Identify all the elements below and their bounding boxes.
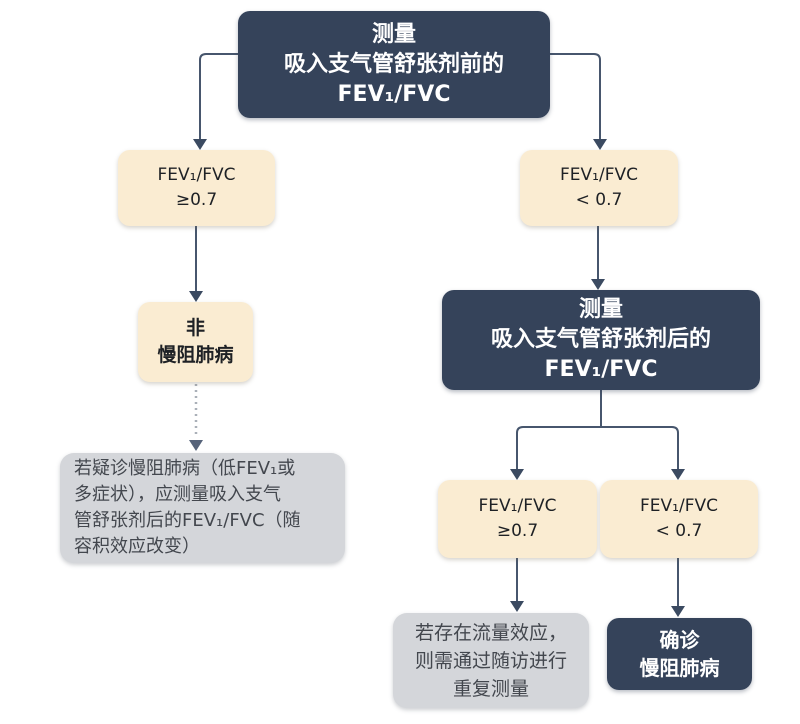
node-confirmed-copd: 确诊 慢阻肺病 — [607, 618, 752, 690]
arrowhead — [671, 606, 685, 617]
node-text-line: 容积效应改变） — [74, 536, 200, 557]
node-text-line: 重复测量 — [452, 677, 529, 700]
arrowhead — [591, 279, 605, 290]
node-text-line: 确诊 — [659, 628, 700, 652]
arrowhead — [593, 139, 607, 150]
arrowhead — [189, 291, 203, 302]
node-note-followup-repeat: 若存在流量效应， 则需通过随访进行 重复测量 — [393, 613, 589, 708]
node-text-line: FEV₁/FVC — [478, 496, 557, 516]
arrowhead — [510, 601, 524, 612]
node-pre-ratio-ge-0-7: FEV₁/FVC ≥0.7 — [118, 150, 275, 226]
node-post-ratio-lt-0-7: FEV₁/FVC < 0.7 — [600, 480, 758, 558]
node-text-line: 管舒张剂后的FEV₁/FVC（随 — [74, 510, 301, 531]
connector-pre-to-left — [199, 53, 238, 139]
node-text-line: FEV₁/FVC — [560, 165, 638, 185]
node-text-line: 测量 — [371, 21, 416, 47]
node-text-line: < 0.7 — [575, 190, 623, 210]
node-not-copd: 非 慢阻肺病 — [138, 302, 253, 382]
node-text-line: 慢阻肺病 — [639, 656, 720, 680]
node-measure-pre-bronchodilator: 测量 吸入支气管舒张剂前的 FEV₁/FVC — [238, 11, 550, 118]
node-text-line: FEV₁/FVC — [337, 81, 451, 107]
node-note-suspected-copd: 若疑诊慢阻肺病（低FEV₁或 多症状），应测量吸入支气 管舒张剂后的FEV₁/F… — [60, 453, 345, 563]
node-text-line: < 0.7 — [655, 521, 703, 541]
arrowhead — [510, 469, 524, 480]
node-text-line: 吸入支气管舒张剂前的 — [283, 51, 504, 77]
connector-pre-to-right — [550, 53, 601, 139]
node-text-line: 多症状），应测量吸入支气 — [74, 484, 281, 505]
arrowhead — [671, 469, 685, 480]
node-text-line: 非 — [185, 317, 205, 339]
node-text-line: 若疑诊慢阻肺病（低FEV₁或 — [74, 458, 296, 479]
node-text-line: 测量 — [578, 297, 623, 322]
node-text-line: 若存在流量效应， — [414, 621, 567, 644]
arrowhead — [193, 139, 207, 150]
node-text-line: 吸入支气管舒张剂后的 — [490, 327, 711, 352]
node-pre-ratio-lt-0-7: FEV₁/FVC < 0.7 — [520, 150, 678, 226]
connector-post-split — [516, 426, 679, 469]
node-text-line: ≥0.7 — [175, 190, 218, 210]
node-measure-post-bronchodilator: 测量 吸入支气管舒张剂后的 FEV₁/FVC — [442, 290, 760, 390]
arrowhead-dotted — [189, 440, 203, 451]
node-text-line: FEV₁/FVC — [157, 165, 236, 185]
node-text-line: ≥0.7 — [496, 521, 539, 541]
node-text-line: 慢阻肺病 — [157, 344, 234, 366]
node-text-line: FEV₁/FVC — [640, 496, 718, 516]
node-text-line: FEV₁/FVC — [544, 357, 658, 382]
node-text-line: 则需通过随访进行 — [414, 649, 567, 672]
node-post-ratio-ge-0-7: FEV₁/FVC ≥0.7 — [438, 480, 597, 558]
